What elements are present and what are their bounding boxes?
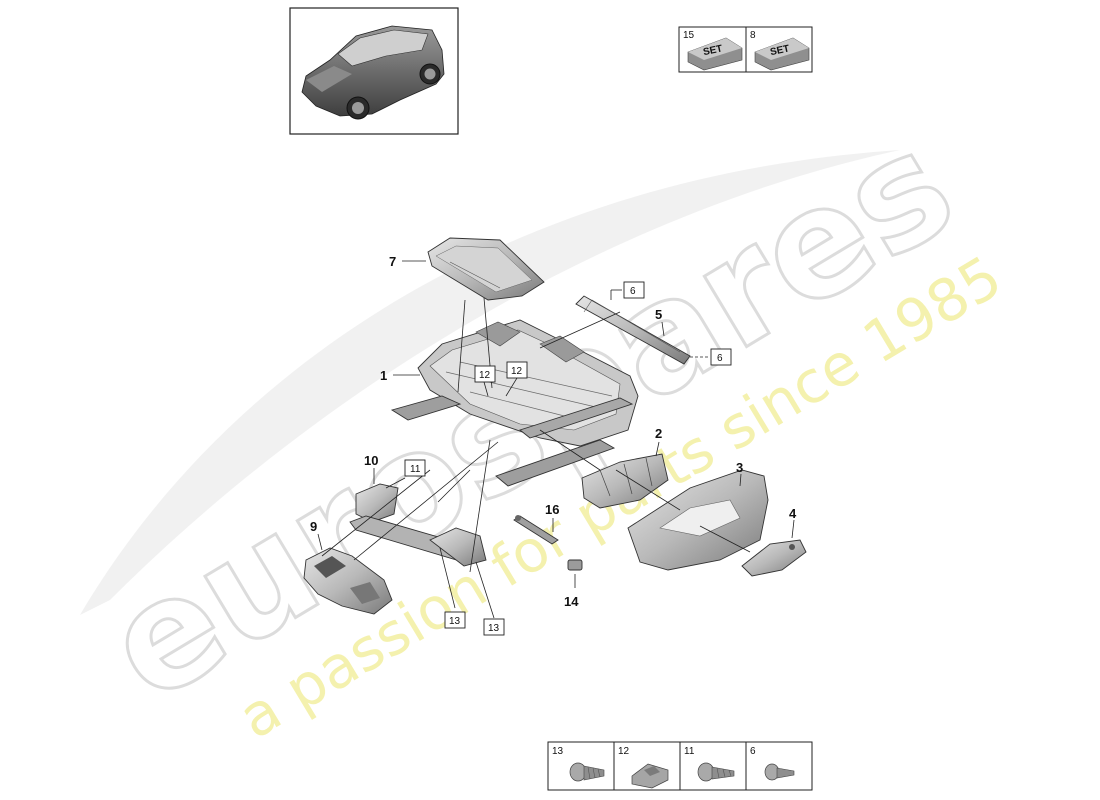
- callout-14: 14: [564, 594, 579, 609]
- fastener-table: 13 12 11 6: [547, 741, 813, 791]
- set-item-8: 8 SET: [750, 30, 810, 71]
- boxed-callout-label: 13: [449, 616, 461, 627]
- callout-2: 2: [655, 426, 662, 441]
- boxed-callout-label: 13: [488, 623, 500, 634]
- boxed-callout-13-left: 13: [444, 611, 466, 629]
- callout-9: 9: [310, 519, 317, 534]
- boxed-callout-6-right: 6: [710, 348, 732, 366]
- set-package-icon: [754, 37, 810, 71]
- suv-car-icon: [301, 25, 445, 120]
- boxed-callout-12-left: 12: [474, 365, 496, 383]
- callout-5: 5: [655, 307, 662, 322]
- fastener-number: 6: [750, 746, 756, 757]
- clip-nut-icon: [631, 763, 669, 789]
- vehicle-thumbnail: [289, 7, 459, 135]
- fastener-cell-13: 13: [552, 746, 605, 782]
- part-16-sensor: [513, 515, 559, 545]
- callout-4: 4: [789, 506, 797, 521]
- callout-1: 1: [380, 368, 387, 383]
- part-4-switch: [741, 539, 807, 577]
- callout-7: 7: [389, 254, 396, 269]
- set-item-number: 15: [683, 30, 695, 41]
- boxed-callout-6-top: 6: [623, 281, 645, 299]
- set-item-15: 15 SET: [683, 30, 743, 71]
- leader-lines: [317, 260, 795, 619]
- boxed-callout-11: 11: [404, 459, 426, 477]
- flange-screw-icon: [764, 763, 795, 781]
- boxed-callout-label: 11: [410, 464, 421, 475]
- set-item-number: 8: [750, 30, 756, 41]
- callout-16: 16: [545, 502, 559, 517]
- part-2-adjuster: [581, 453, 669, 509]
- set-badge: SET: [702, 43, 723, 58]
- fastener-number: 12: [618, 746, 630, 757]
- fastener-number: 11: [684, 746, 695, 757]
- boxed-callouts: 6 6 12 12 11 13 13: [404, 281, 732, 636]
- callout-numbers: 7 1 5 2 3 4 10 9 16 14: [310, 254, 797, 609]
- torx-screw-icon: [569, 762, 605, 782]
- part-3-side-trim: [627, 469, 769, 571]
- part-1-seat-frame: [390, 319, 639, 487]
- boxed-callout-12-right: 12: [506, 361, 528, 379]
- torx-screw-icon: [697, 762, 735, 782]
- set-box: 15 SET 8 SET: [678, 26, 813, 73]
- fastener-number: 13: [552, 746, 564, 757]
- callout-3: 3: [736, 460, 743, 475]
- fastener-cell-6: 6: [750, 746, 795, 781]
- fastener-cell-11: 11: [684, 746, 735, 782]
- part-9-air-duct: [303, 547, 393, 615]
- part-10-bracket: [355, 483, 399, 523]
- boxed-callout-label: 6: [630, 286, 636, 297]
- part-5-side-rail: [575, 295, 691, 365]
- boxed-callout-label: 12: [511, 366, 523, 377]
- set-badge: SET: [769, 43, 790, 58]
- callout-10: 10: [364, 453, 378, 468]
- part-7-seat-pan: [427, 237, 545, 301]
- set-package-icon: [687, 37, 743, 71]
- fastener-cell-12: 12: [618, 746, 669, 789]
- part-14-connector: [567, 559, 583, 571]
- boxed-callout-label: 12: [479, 370, 491, 381]
- boxed-callout-13-right: 13: [483, 618, 505, 636]
- boxed-callout-label: 6: [717, 353, 723, 364]
